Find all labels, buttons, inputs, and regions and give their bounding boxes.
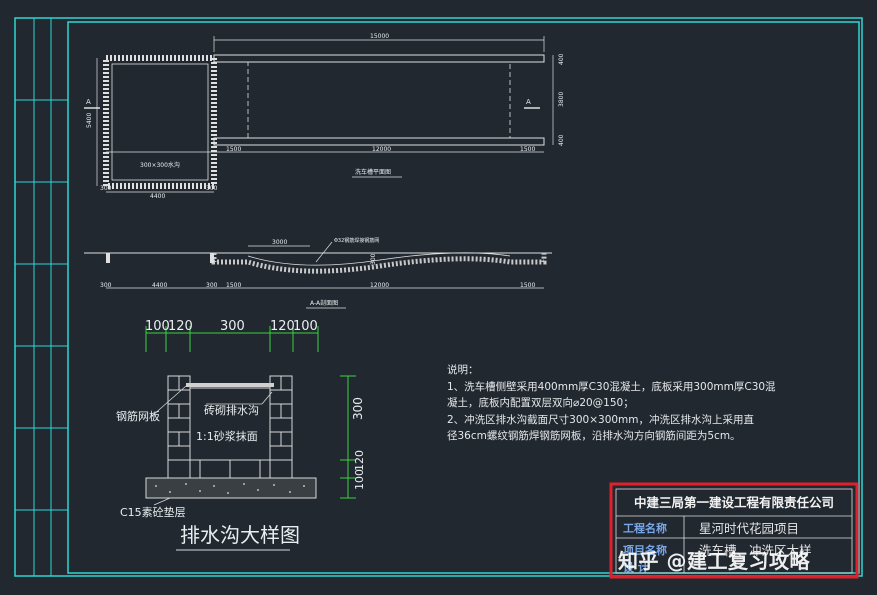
- title-block-frame: [609, 482, 859, 579]
- binding-strip: [15, 18, 68, 576]
- sec-dim-b-1: 300: [100, 282, 112, 289]
- plan-trough-bottom-wall: [213, 137, 545, 146]
- project-value: 星河时代花园项目: [699, 521, 800, 536]
- plan-dim-right-3: 400: [558, 134, 565, 146]
- sheet-inner-frame: [67, 21, 860, 574]
- plan-dim-b-1: 300: [100, 185, 112, 192]
- sec-dim-b-2: 4400: [152, 282, 167, 289]
- drain-dim-right-2: 120: [353, 450, 366, 471]
- plan-pit-inner: [111, 63, 209, 181]
- plan-pit-wall: [103, 55, 217, 189]
- project-key: 工程名称: [623, 522, 667, 535]
- plan-dim-right-2: 3800: [558, 92, 565, 107]
- design-key: 设 计: [623, 561, 649, 574]
- notes-line-3: 2、冲洗区排水沟截面尺寸300×300mm，冲洗区排水沟上采用直: [447, 413, 755, 426]
- drain-dim-top-5: 100: [293, 319, 318, 334]
- notes-line-4: 径36cm螺纹钢筋焊钢筋网板，沿排水沟方向钢筋间距为5cm。: [447, 430, 741, 442]
- section-trough-profile: [211, 253, 547, 274]
- watermark: 知乎 @建工复习攻略: [618, 549, 810, 573]
- notes-block: 说明： 1、洗车槽侧壁采用400mm厚C30混凝土，底板采用300mm厚C30混…: [447, 362, 792, 445]
- drain-grate: [186, 383, 274, 387]
- sec-dim-b-4: 1500: [226, 282, 241, 289]
- drain-label-channel: 砖砌排水沟: [204, 403, 259, 417]
- plan-view: A A 15000 5400 400 3800 400 1500 12000 1…: [84, 33, 565, 200]
- plan-dim-b-2: 4400: [150, 193, 165, 200]
- drain-base: [145, 477, 317, 499]
- title-block-item-row: 项目名称 洗车槽、冲洗区大样: [611, 539, 857, 559]
- section-note: Φ32钢筋焊接钢筋网: [334, 237, 379, 244]
- notes-heading: 说明：: [447, 364, 479, 376]
- plan-dim-top: 15000: [370, 33, 389, 40]
- section-height-dim: 300: [370, 253, 377, 265]
- plan-title: 洗车槽平面图: [355, 168, 391, 176]
- drain-dim-top-3: 300: [220, 319, 245, 334]
- drain-dim-top-1: 100: [145, 319, 170, 334]
- title-block-company: 中建三局第一建设工程有限责任公司: [633, 495, 834, 510]
- plan-section-mark-right: A: [526, 98, 531, 106]
- section-title: A-A剖面图: [310, 299, 338, 307]
- plan-dim-b-5: 12000: [372, 146, 391, 153]
- section-dim-top: 3000: [272, 239, 287, 246]
- plan-trough-top-wall: [213, 54, 545, 63]
- drain-label-plaster: 1:1砂浆抹面: [196, 429, 258, 443]
- title-block-design-row: 设 计: [611, 556, 857, 576]
- sec-dim-b-6: 1500: [520, 282, 535, 289]
- plan-dim-b-6: 1500: [520, 146, 535, 153]
- title-block: 中建三局第一建设工程有限责任公司 工程名称 星河时代花园项目 项目名称 洗车槽、…: [611, 484, 857, 577]
- drain-label-grate: 钢筋网板: [116, 409, 160, 423]
- drain-dim-top-2: 120: [168, 319, 193, 334]
- drain-dim-top-4: 120: [270, 319, 295, 334]
- drain-detail: 100 120 300 120 100: [116, 319, 366, 551]
- item-key: 项目名称: [623, 544, 667, 557]
- plan-pit-label: 300×300水沟: [140, 161, 180, 169]
- drain-title: 排水沟大样图: [180, 523, 300, 547]
- section-view: 3000 Φ32钢筋焊接钢筋网 300 300 4400 300 1500 12…: [84, 237, 552, 309]
- notes-line-1: 1、洗车槽侧壁采用400mm厚C30混凝土，底板采用300mm厚C30混: [447, 380, 776, 393]
- plan-dim-b-4: 1500: [226, 146, 241, 153]
- plan-dim-right-1: 400: [558, 53, 565, 65]
- sec-dim-b-3: 300: [206, 282, 218, 289]
- title-block-project-row: 工程名称 星河时代花园项目: [611, 517, 857, 537]
- plan-dim-b-3: 300: [206, 185, 218, 192]
- drain-dim-right-3: 100: [353, 469, 366, 490]
- plan-section-mark-left: A: [86, 98, 91, 106]
- sec-dim-b-5: 12000: [370, 282, 389, 289]
- plan-trough-dashed: [247, 61, 511, 139]
- sheet-outer-frame: [14, 17, 863, 577]
- drain-label-base: C15素砼垫层: [120, 505, 186, 519]
- notes-line-2: 凝土，底板内配置双层双向⌀20@150；: [447, 397, 634, 409]
- item-value: 洗车槽、冲洗区大样: [699, 543, 812, 558]
- plan-dim-left: 5400: [86, 113, 93, 128]
- drain-dim-right-1: 300: [351, 397, 365, 420]
